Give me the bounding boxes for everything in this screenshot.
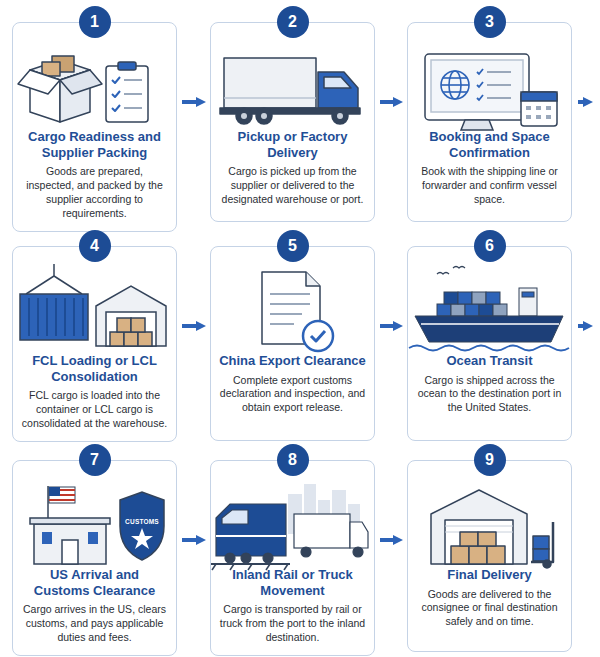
flow-arrow — [380, 100, 398, 104]
step-card: 2Pickup or Factory DeliveryCargo is pick… — [210, 22, 375, 222]
step-number-circle: 8 — [277, 444, 309, 476]
step-title: Final Delivery — [416, 567, 563, 583]
booking-screen-icon — [425, 54, 557, 130]
step-title: Booking and Space Confirmation — [416, 129, 563, 160]
flow-arrow — [182, 538, 201, 542]
callout-number: 4 — [90, 238, 99, 254]
step-number-circle: 5 — [277, 230, 309, 262]
step-number-circle: 9 — [474, 444, 506, 476]
step-title: China Export Clearance — [219, 353, 366, 369]
callout-number: 7 — [90, 452, 99, 468]
container-warehouse-icon — [20, 264, 166, 346]
step-number-circle: 7 — [79, 444, 111, 476]
flow-arrow — [380, 324, 398, 328]
shield-label: CUSTOMS — [125, 518, 159, 525]
callout-number: 8 — [288, 452, 297, 468]
continuation-arrow — [578, 102, 588, 326]
ship-icon — [409, 267, 569, 351]
step-card: 9Final DeliveryGoods are delivered to th… — [407, 460, 572, 652]
train-truck-icon — [210, 484, 368, 570]
step-card: 7US Arrival and Customs ClearanceCargo a… — [12, 460, 177, 656]
step-number-circle: 2 — [277, 6, 309, 38]
step-title: Pickup or Factory Delivery — [219, 129, 366, 160]
step-title: US Arrival and Customs Clearance — [21, 567, 168, 598]
step-title: Inland Rail or Truck Movement — [219, 567, 366, 598]
callout-number: 2 — [288, 14, 297, 30]
warehouse-icon — [431, 490, 553, 568]
step-description: Cargo arrives in the US, clears customs,… — [21, 603, 168, 645]
step-description: Book with the shipping line or forwarder… — [416, 165, 563, 207]
step-number-circle: 6 — [474, 230, 506, 262]
step-description: Goods are delivered to the consignee or … — [416, 588, 563, 630]
callout-number: 6 — [485, 238, 494, 254]
callout-number: 3 — [485, 14, 494, 30]
step-title: Cargo Readiness and Supplier Packing — [21, 129, 168, 160]
step-number-circle: 4 — [79, 230, 111, 262]
flow-arrow — [380, 538, 398, 542]
document-icon — [262, 272, 333, 351]
box-clipboard-icon — [18, 56, 148, 122]
step-number-circle: 1 — [79, 6, 111, 38]
step-title: FCL Loading or LCL Consolidation — [21, 353, 168, 384]
callout-number: 1 — [90, 14, 99, 30]
customs-building-icon — [30, 486, 164, 564]
step-description: Goods are prepared, inspected, and packe… — [21, 165, 168, 220]
flow-arrow — [182, 100, 201, 104]
step-title: Ocean Transit — [416, 353, 563, 369]
step-card: 4FCL Loading or LCL ConsolidationFCL car… — [12, 246, 177, 442]
truck-icon — [220, 58, 360, 124]
step-description: Cargo is shipped across the ocean to the… — [416, 374, 563, 416]
callout-number: 9 — [485, 452, 494, 468]
step-card: 3Booking and Space ConfirmationBook with… — [407, 22, 572, 222]
step-description: Complete export customs declaration and … — [219, 374, 366, 416]
step-description: Cargo is picked up from the supplier or … — [219, 165, 366, 207]
step-card: 5China Export ClearanceComplete export c… — [210, 246, 375, 441]
step-description: Cargo is transported by rail or truck fr… — [219, 603, 366, 645]
step-card: 6Ocean TransitCargo is shipped across th… — [407, 246, 572, 441]
callout-number: 5 — [288, 238, 297, 254]
step-number-circle: 3 — [474, 6, 506, 38]
flow-arrow — [182, 324, 201, 328]
step-card: 8Inland Rail or Truck MovementCargo is t… — [210, 460, 375, 656]
step-description: FCL cargo is loaded into the container o… — [21, 389, 168, 431]
step-card: 1Cargo Readiness and Supplier PackingGoo… — [12, 22, 177, 232]
